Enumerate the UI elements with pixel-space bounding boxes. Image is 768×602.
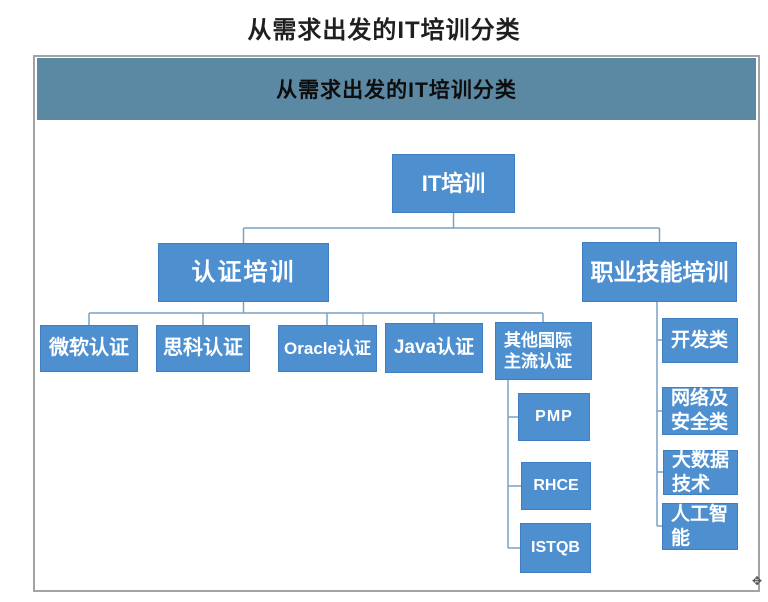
node-big-data: 大数据 技术: [663, 450, 738, 495]
node-rhce: RHCE: [521, 462, 591, 510]
node-certification-training: 认证培训: [158, 243, 329, 302]
node-other-international-cert: 其他国际 主流认证: [495, 322, 592, 380]
node-istqb: ISTQB: [520, 523, 591, 573]
node-pmp: PMP: [518, 393, 590, 441]
diagram-header: 从需求出发的IT培训分类: [37, 58, 756, 120]
node-java-cert: Java认证: [385, 323, 483, 373]
move-cursor-icon: ✥: [752, 574, 763, 588]
node-it-training: IT培训: [392, 154, 515, 213]
page-title: 从需求出发的IT培训分类: [247, 17, 521, 44]
node-development: 开发类: [662, 318, 738, 363]
node-microsoft-cert: 微软认证: [40, 325, 138, 372]
node-cisco-cert: 思科认证: [156, 325, 250, 372]
node-oracle-cert: Oracle认证: [278, 325, 377, 372]
node-network-security: 网络及 安全类: [662, 387, 738, 435]
node-ai: 人工智 能: [662, 503, 738, 550]
node-vocational-skill-training: 职业技能培训: [582, 242, 737, 302]
